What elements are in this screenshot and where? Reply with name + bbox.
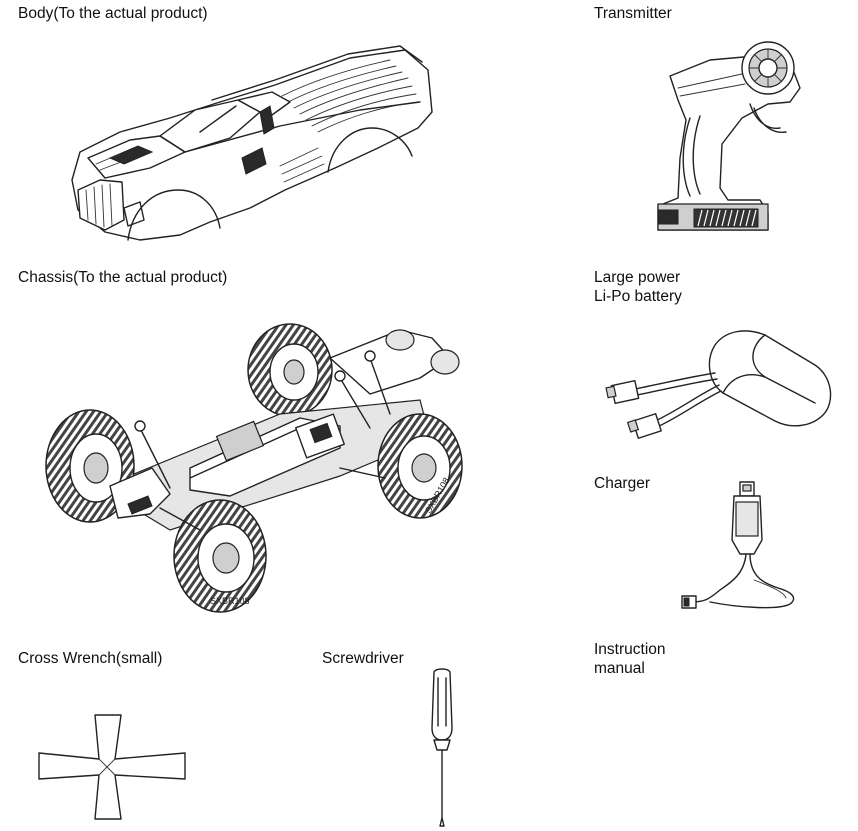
- battery-illustration: [605, 330, 832, 439]
- body-label: Body(To the actual product): [18, 5, 208, 22]
- charger-illustration: [681, 481, 795, 609]
- tire-text-front: SXBR108: [210, 596, 250, 606]
- manual-label-line2: manual: [594, 660, 645, 677]
- transmitter-label: Transmitter: [594, 5, 672, 22]
- transmitter-illustration: [657, 41, 801, 231]
- chassis-illustration: SXBR108 SXBR108: [45, 323, 463, 613]
- battery-label-line1: Large power: [594, 269, 681, 286]
- body-shell-illustration: [71, 45, 433, 241]
- screwdriver-label: Screwdriver: [322, 650, 404, 667]
- cross-wrench-illustration: [38, 714, 186, 820]
- chassis-label: Chassis(To the actual product): [18, 269, 228, 286]
- battery-label-line2: Li-Po battery: [594, 288, 682, 305]
- manual-label-line1: Instruction: [594, 641, 666, 658]
- screwdriver-illustration: [431, 668, 453, 827]
- wrench-label: Cross Wrench(small): [18, 650, 163, 667]
- charger-label: Charger: [594, 475, 650, 492]
